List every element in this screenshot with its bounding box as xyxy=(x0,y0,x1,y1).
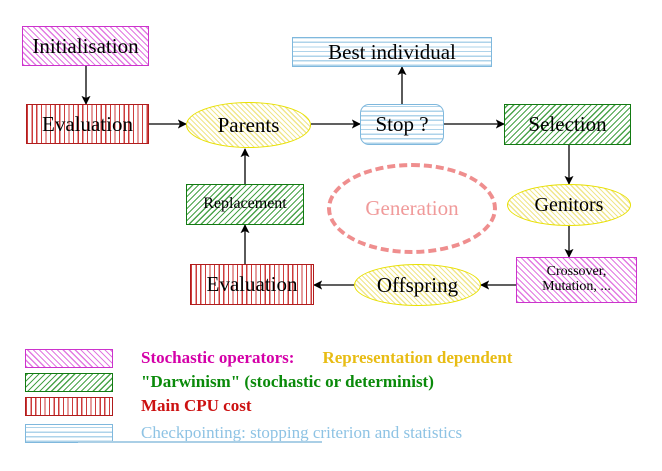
node-evaluation-top[interactable]: Evaluation xyxy=(26,104,149,144)
node-stop[interactable]: Stop ? xyxy=(360,104,444,145)
legend-label-stochastic-operators: Stochastic operators: xyxy=(141,348,295,367)
legend-swatch-blue xyxy=(25,423,113,443)
legend-row-checkpointing: Checkpointing: stopping criterion and st… xyxy=(25,423,462,443)
node-initialisation[interactable]: Initialisation xyxy=(22,26,149,66)
legend-row-cpu-cost: Main CPU cost xyxy=(25,396,251,416)
legend-label-darwinism: "Darwinism" (stochastic or determinist) xyxy=(141,372,434,391)
legend-label-checkpointing: Checkpointing: stopping criterion and st… xyxy=(141,423,463,442)
node-initialisation-label: Initialisation xyxy=(32,33,139,58)
node-evaluation-top-label: Evaluation xyxy=(42,111,133,136)
node-generation-label: Generation xyxy=(365,196,459,220)
legend-swatch-red xyxy=(25,396,113,416)
legend-row-stochastic: Stochastic operators: Representation dep… xyxy=(25,348,512,368)
legend-label-main-cpu-cost: Main CPU cost xyxy=(141,396,252,415)
node-parents-label: Parents xyxy=(217,112,280,137)
node-selection-label: Selection xyxy=(528,112,607,137)
legend-row-darwinism: "Darwinism" (stochastic or determinist) xyxy=(25,372,434,392)
node-replacement[interactable]: Replacement xyxy=(186,184,304,225)
node-parents[interactable]: Parents xyxy=(186,102,311,148)
legend-swatch-green xyxy=(25,372,113,392)
node-evaluation-bottom[interactable]: Evaluation xyxy=(190,264,314,305)
node-best-individual-label: Best individual xyxy=(328,39,456,64)
node-best-individual[interactable]: Best individual xyxy=(292,37,492,67)
bottom-rule xyxy=(78,441,322,443)
node-crossover-mutation[interactable]: Crossover, Mutation, ... xyxy=(516,257,637,303)
node-generation-boundary: Generation xyxy=(327,163,497,254)
node-replacement-label: Replacement xyxy=(203,195,287,213)
legend-swatch-magenta xyxy=(25,348,113,368)
node-offspring-label: Offspring xyxy=(376,272,459,297)
node-crossover-mutation-label: Crossover, Mutation, ... xyxy=(542,264,611,294)
node-genitors[interactable]: Genitors xyxy=(507,184,631,226)
legend-label-representation-dependent: Representation dependent xyxy=(322,348,513,367)
node-offspring[interactable]: Offspring xyxy=(354,264,481,306)
node-genitors-label: Genitors xyxy=(534,193,604,216)
node-stop-label: Stop ? xyxy=(375,112,429,137)
node-selection[interactable]: Selection xyxy=(504,104,631,145)
node-evaluation-bottom-label: Evaluation xyxy=(206,272,298,297)
